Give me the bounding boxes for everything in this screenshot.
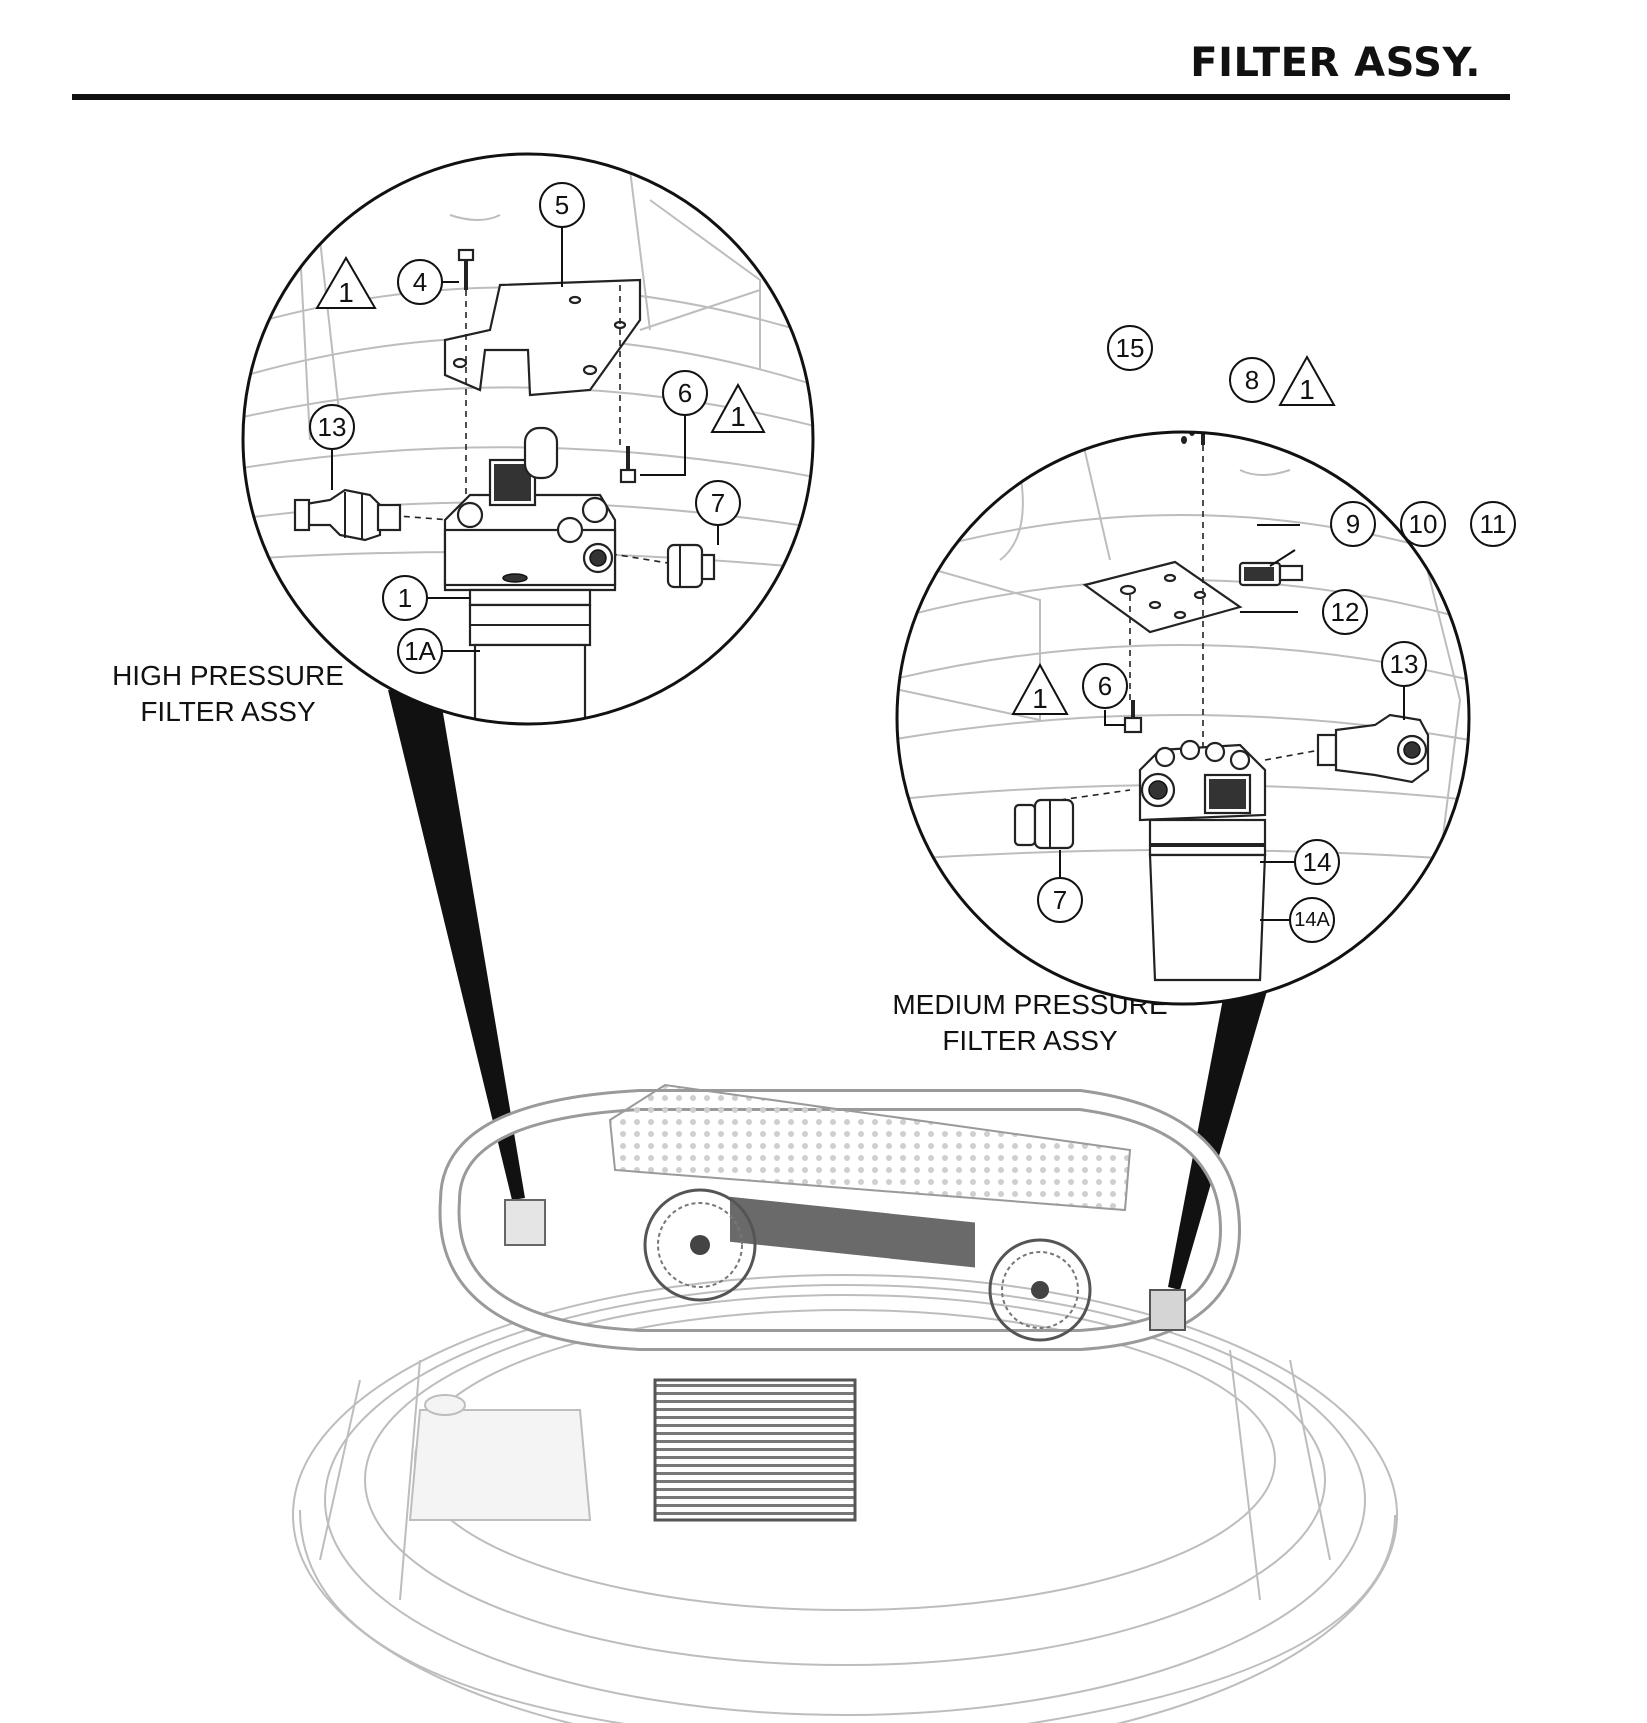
svg-text:4: 4: [413, 267, 427, 297]
svg-text:1: 1: [398, 583, 412, 613]
callout-medium-11: 11: [1470, 501, 1516, 547]
svg-text:12: 12: [1331, 597, 1360, 627]
callout-medium-14: 14: [1294, 839, 1340, 885]
machine-body: [292, 1083, 1398, 1723]
svg-text:5: 5: [555, 190, 569, 220]
svg-text:15: 15: [1116, 333, 1145, 363]
title-rule: [72, 94, 1510, 100]
callout-medium-7: 7: [1037, 877, 1083, 923]
svg-text:10: 10: [1409, 509, 1438, 539]
svg-text:8: 8: [1245, 365, 1259, 395]
callout-medium-9: 9: [1330, 501, 1376, 547]
callout-high-1: 1: [382, 575, 428, 621]
medium-pressure-label-line-2: FILTER ASSY: [942, 1025, 1118, 1056]
svg-text:11: 11: [1480, 509, 1507, 539]
callout-high-1a: 1A: [397, 628, 443, 674]
svg-text:14A: 14A: [1294, 909, 1330, 931]
svg-text:1: 1: [1299, 374, 1315, 405]
medium-detail-pointer: [1168, 960, 1276, 1290]
svg-text:6: 6: [678, 378, 692, 408]
svg-text:1: 1: [338, 277, 354, 308]
svg-text:14: 14: [1303, 847, 1332, 877]
high-detail-pointer: [388, 690, 525, 1200]
callout-medium-6: 6: [1082, 663, 1128, 709]
svg-text:1: 1: [1032, 683, 1048, 714]
svg-text:1: 1: [730, 401, 746, 432]
callout-medium-10: 10: [1400, 501, 1446, 547]
page-title: FILTER ASSY.: [1190, 40, 1481, 86]
callout-high-6: 6: [662, 370, 708, 416]
high-pressure-label-line-1: HIGH PRESSURE: [112, 660, 344, 691]
callout-medium-8: 8: [1229, 357, 1275, 403]
callout-high-7: 7: [695, 480, 741, 526]
svg-text:9: 9: [1346, 509, 1360, 539]
svg-text:6: 6: [1098, 671, 1112, 701]
svg-text:13: 13: [318, 412, 347, 442]
high-pressure-label-line-2: FILTER ASSY: [140, 696, 316, 727]
callout-high-4: 4: [397, 259, 443, 305]
svg-text:1A: 1A: [404, 636, 436, 666]
tube-text-1: BLUE: [1130, 407, 1151, 416]
high-pressure-detail: [241, 152, 815, 726]
svg-text:13: 13: [1390, 649, 1419, 679]
callout-medium-13: 13: [1381, 641, 1427, 687]
medium-pressure-label: MEDIUM PRESSURE FILTER ASSY: [860, 987, 1200, 1059]
callout-medium-12: 12: [1322, 589, 1368, 635]
tube-text-2: LOCTITE™ #242: [1112, 417, 1174, 426]
high-pressure-label: HIGH PRESSURE FILTER ASSY: [88, 658, 368, 730]
warning-triangle-medium-2: 1: [1011, 662, 1069, 715]
warning-triangle-medium-1: 1: [1278, 354, 1336, 406]
callout-medium-15: 15: [1107, 325, 1153, 371]
callout-high-13: 13: [309, 404, 355, 450]
medium-pressure-detail: BLUE LOCTITE™ #242: [895, 407, 1471, 1006]
callout-high-5: 5: [539, 182, 585, 228]
warning-triangle-high-1: 1: [315, 256, 377, 309]
svg-text:7: 7: [711, 488, 725, 518]
callout-medium-14a: 14A: [1289, 897, 1335, 943]
svg-text:7: 7: [1053, 885, 1067, 915]
warning-triangle-high-2: 1: [710, 382, 766, 433]
